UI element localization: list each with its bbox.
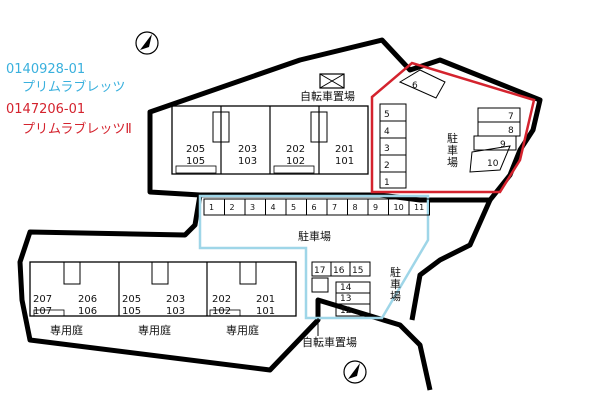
svg-text:車: 車 — [447, 143, 458, 157]
parking-row-top: 1 2 3 4 5 6 7 8 9 10 11 — [203, 198, 430, 216]
bicycle-parking-label-upper: 自転車置場 — [300, 89, 355, 103]
parking-label-right: 駐 — [390, 265, 401, 279]
svg-text:3: 3 — [384, 144, 390, 154]
svg-text:106: 106 — [78, 306, 97, 317]
site-boundary-right — [409, 198, 493, 321]
svg-text:4: 4 — [384, 127, 390, 137]
parking-space-label: 10 — [394, 203, 404, 212]
parking-space — [265, 198, 287, 216]
unit-upper-bottom-2: 103 — [238, 156, 257, 167]
svg-text:10: 10 — [487, 159, 499, 169]
parking-column-right: 5 4 3 2 1 — [379, 103, 407, 189]
svg-text:12: 12 — [340, 306, 351, 316]
parking-inner: 17 16 15 14 13 12 — [311, 261, 371, 317]
parking-space — [244, 198, 266, 216]
parking-space-label: 1 — [209, 203, 214, 212]
parking-space-label: 4 — [271, 203, 276, 212]
svg-text:14: 14 — [340, 283, 352, 293]
parking-space-label: 6 — [312, 203, 317, 212]
parking-space — [367, 198, 389, 216]
bicycle-shed-box — [319, 73, 345, 89]
building-lower: 207 107 206 106 205 105 203 103 202 102 … — [29, 261, 297, 317]
svg-text:202: 202 — [212, 294, 231, 305]
svg-text:場: 場 — [447, 156, 458, 169]
svg-text:201: 201 — [256, 294, 275, 305]
svg-text:7: 7 — [508, 112, 514, 122]
north-arrow-icon — [135, 31, 159, 55]
parking-space-label: 5 — [291, 203, 296, 212]
site-boundary-upper — [147, 37, 543, 203]
garden-label-3: 専用庭 — [226, 323, 259, 337]
parking-label-upper: 駐 — [447, 131, 458, 145]
svg-text:5: 5 — [384, 110, 390, 120]
parking-space-label: 7 — [332, 203, 337, 212]
parking-label-center: 駐車場 — [298, 229, 331, 243]
phase2-parking-outline — [370, 61, 536, 194]
unit-upper-bottom-1: 105 — [186, 156, 205, 167]
legend-name-1: プリムラブレッツ — [22, 80, 126, 95]
phase1-parking-outline — [198, 194, 430, 320]
parking-space — [306, 198, 328, 216]
parking-space — [224, 198, 246, 216]
parking-space-label: 3 — [250, 203, 255, 212]
parking-space-label: 11 — [414, 203, 424, 212]
site-boundary-lower — [17, 194, 433, 391]
parking-space — [285, 198, 307, 216]
svg-text:13: 13 — [340, 294, 351, 304]
parking-space-label: 9 — [373, 203, 378, 212]
parking-space — [347, 198, 369, 216]
svg-text:9: 9 — [500, 140, 506, 150]
parking-space-label: 8 — [353, 203, 358, 212]
svg-text:6: 6 — [412, 81, 418, 91]
svg-text:16: 16 — [333, 266, 345, 276]
parking-space — [408, 198, 430, 216]
unit-upper-top-2: 203 — [238, 144, 257, 155]
bicycle-parking-label-lower: 自転車置場 — [302, 335, 357, 349]
parking-space — [203, 198, 225, 216]
svg-text:102: 102 — [212, 306, 231, 317]
svg-text:103: 103 — [166, 306, 185, 317]
svg-text:2: 2 — [384, 161, 390, 171]
svg-text:203: 203 — [166, 294, 185, 305]
svg-text:101: 101 — [256, 306, 275, 317]
svg-text:207: 207 — [33, 294, 52, 305]
unit-upper-bottom-3: 102 — [286, 156, 305, 167]
parking-space — [326, 198, 348, 216]
garden-label-1: 専用庭 — [50, 323, 83, 337]
svg-text:場: 場 — [390, 290, 401, 303]
north-arrow-icon — [343, 360, 367, 384]
unit-upper-bottom-4: 101 — [335, 156, 354, 167]
parking-space-label: 2 — [230, 203, 235, 212]
legend-code-1: 0140928-01 — [6, 62, 86, 77]
legend-name-2: プリムラブレッツⅡ — [22, 122, 132, 137]
svg-text:107: 107 — [33, 306, 52, 317]
legend-code-2: 0147206-01 — [6, 102, 86, 117]
svg-text:車: 車 — [390, 277, 401, 291]
unit-upper-top-1: 205 — [186, 144, 205, 155]
unit-upper-top-4: 201 — [335, 144, 354, 155]
parking-far-right: 7 8 9 10 — [469, 107, 521, 173]
svg-text:206: 206 — [78, 294, 97, 305]
svg-text:8: 8 — [508, 126, 514, 136]
unit-upper-top-3: 202 — [286, 144, 305, 155]
svg-text:205: 205 — [122, 294, 141, 305]
building-upper: 205 105 203 103 202 102 201 101 — [171, 105, 369, 175]
svg-text:105: 105 — [122, 306, 141, 317]
svg-text:17: 17 — [314, 266, 325, 276]
svg-text:1: 1 — [384, 178, 390, 188]
garden-label-2: 専用庭 — [138, 323, 171, 337]
svg-text:15: 15 — [352, 266, 363, 276]
